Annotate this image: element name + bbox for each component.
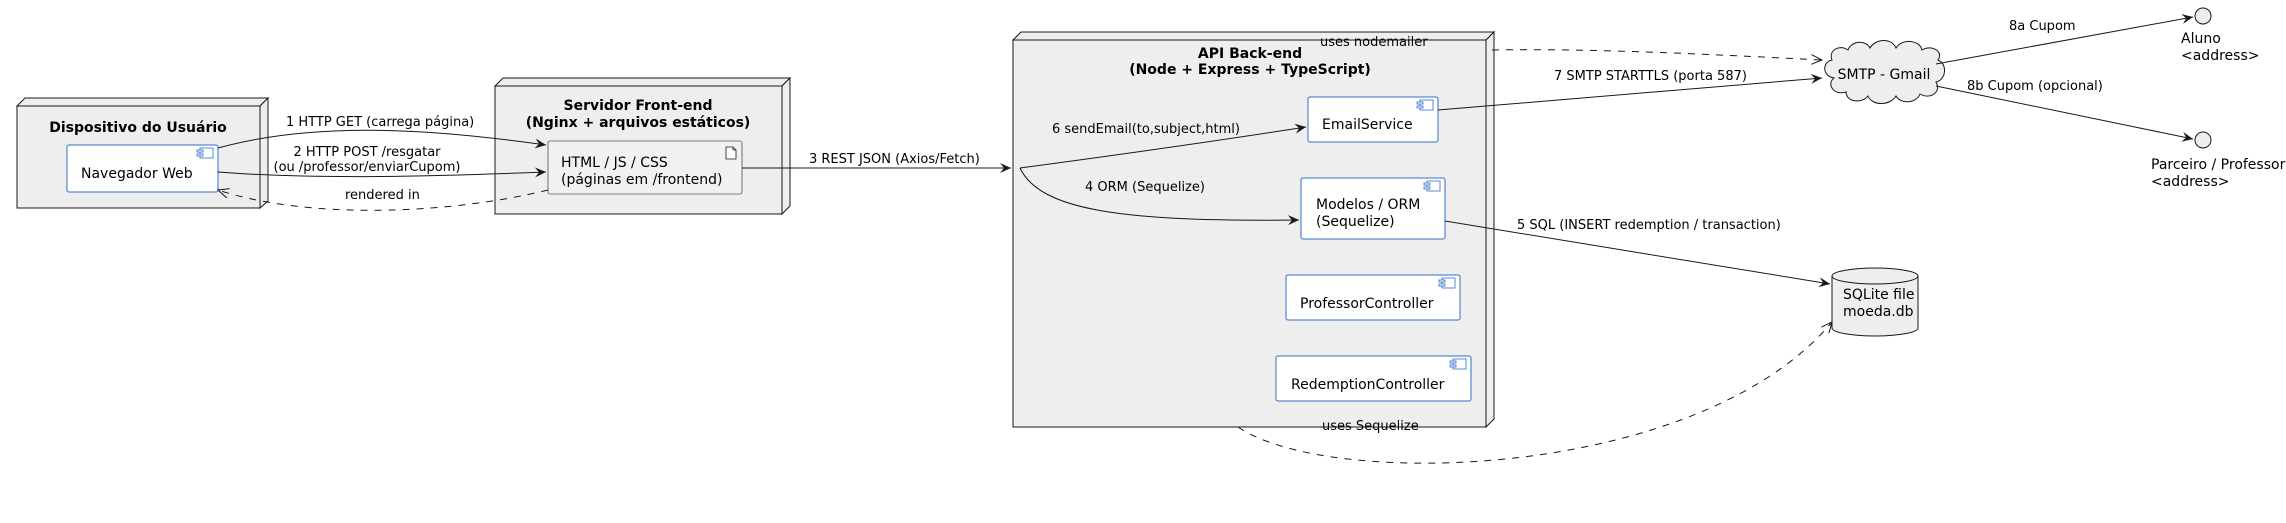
component-navegador-web: Navegador Web xyxy=(66,144,219,193)
edge-6-send-email: 6 sendEmail(to,subject,html) xyxy=(1019,122,1307,169)
component-icon xyxy=(196,147,214,159)
html-label-1: HTML / JS / CSS xyxy=(561,155,668,171)
edge-8a-label: 8a Cupom xyxy=(2009,19,2076,34)
redemption-controller-label: RedemptionController xyxy=(1291,377,1445,393)
interface-parceiro-professor: Parceiro / Professor <address> xyxy=(2151,131,2286,190)
db-label-1: SQLite file xyxy=(1843,287,1914,303)
node-title-frontend-2: (Nginx + arquivos estáticos) xyxy=(526,115,751,131)
component-icon xyxy=(1423,180,1441,192)
component-email-service: EmailService xyxy=(1307,96,1439,143)
edge-3-label: 3 REST JSON (Axios/Fetch) xyxy=(809,152,980,167)
browser-label: Navegador Web xyxy=(81,166,193,182)
edge-1-label: 1 HTTP GET (carrega página) xyxy=(286,115,474,130)
models-label-2: (Sequelize) xyxy=(1316,214,1395,230)
artifact-html-js-css: HTML / JS / CSS (páginas em /frontend) xyxy=(547,140,743,195)
edge-2-label-1: 2 HTTP POST /resgatar xyxy=(293,145,441,160)
edge-7-smtp-starttls: 7 SMTP STARTTLS (porta 587) xyxy=(1437,69,1823,111)
component-icon xyxy=(1416,99,1434,111)
edge-rendered-in: rendered in xyxy=(218,188,549,211)
models-label-1: Modelos / ORM xyxy=(1316,197,1420,213)
node-title-api-1: API Back-end xyxy=(1198,46,1302,62)
edge-1-http-get: 1 HTTP GET (carrega página) xyxy=(217,115,547,149)
edge-uses-sequelize: uses Sequelize xyxy=(1237,322,1832,464)
edge-8a-cupom: 8a Cupom xyxy=(1935,14,2194,65)
edge-uses-nodemailer: uses nodemailer xyxy=(1320,35,1822,60)
component-icon xyxy=(1438,277,1456,289)
component-modelos-orm: Modelos / ORM (Sequelize) xyxy=(1300,177,1446,240)
component-redemption-controller: RedemptionController xyxy=(1275,355,1472,402)
component-professor-controller: ProfessorController xyxy=(1285,274,1461,321)
edge-6-label: 6 sendEmail(to,subject,html) xyxy=(1052,122,1240,137)
cloud-smtp-gmail: SMTP - Gmail xyxy=(1824,40,1945,104)
edge-2-label-2: (ou /professor/enviarCupom) xyxy=(274,160,461,175)
email-service-label: EmailService xyxy=(1322,117,1413,133)
interface-aluno: Aluno <address> xyxy=(2181,7,2259,64)
parceiro-label-2: <address> xyxy=(2151,174,2229,190)
node-title-dispositivo: Dispositivo do Usuário xyxy=(49,120,227,136)
component-icon xyxy=(1449,358,1467,370)
db-label-2: moeda.db xyxy=(1843,304,1914,320)
edge-7-label: 7 SMTP STARTTLS (porta 587) xyxy=(1554,69,1747,84)
uses-nodemailer-label: uses nodemailer xyxy=(1320,35,1428,50)
edge-8b-cupom-opcional: 8b Cupom (opcional) xyxy=(1935,79,2194,142)
node-title-api-2: (Node + Express + TypeScript) xyxy=(1129,62,1371,78)
edge-4-orm: 4 ORM (Sequelize) xyxy=(1019,167,1300,226)
edge-2-http-post: 2 HTTP POST /resgatar (ou /professor/env… xyxy=(217,145,547,178)
node-title-frontend-1: Servidor Front-end xyxy=(564,98,713,114)
edge-3-rest-json: 3 REST JSON (Axios/Fetch) xyxy=(742,152,1011,173)
edge-4-label: 4 ORM (Sequelize) xyxy=(1085,180,1205,195)
database-sqlite: SQLite file moeda.db xyxy=(1831,267,1919,337)
aluno-label-1: Aluno xyxy=(2181,31,2221,47)
edge-5-sql: 5 SQL (INSERT redemption / transaction) xyxy=(1444,218,1831,288)
edge-8b-label: 8b Cupom (opcional) xyxy=(1967,79,2103,94)
rendered-in-label: rendered in xyxy=(345,188,420,203)
html-label-2: (páginas em /frontend) xyxy=(561,172,722,188)
uses-sequelize-label: uses Sequelize xyxy=(1322,419,1419,434)
parceiro-label-1: Parceiro / Professor xyxy=(2151,157,2286,173)
artifact-file-icon xyxy=(725,146,737,160)
smtp-label: SMTP - Gmail xyxy=(1838,67,1931,83)
edge-5-label: 5 SQL (INSERT redemption / transaction) xyxy=(1517,218,1781,233)
professor-controller-label: ProfessorController xyxy=(1300,296,1434,312)
node-dispositivo-usuario: Dispositivo do Usuário xyxy=(15,96,270,210)
aluno-label-2: <address> xyxy=(2181,48,2259,64)
